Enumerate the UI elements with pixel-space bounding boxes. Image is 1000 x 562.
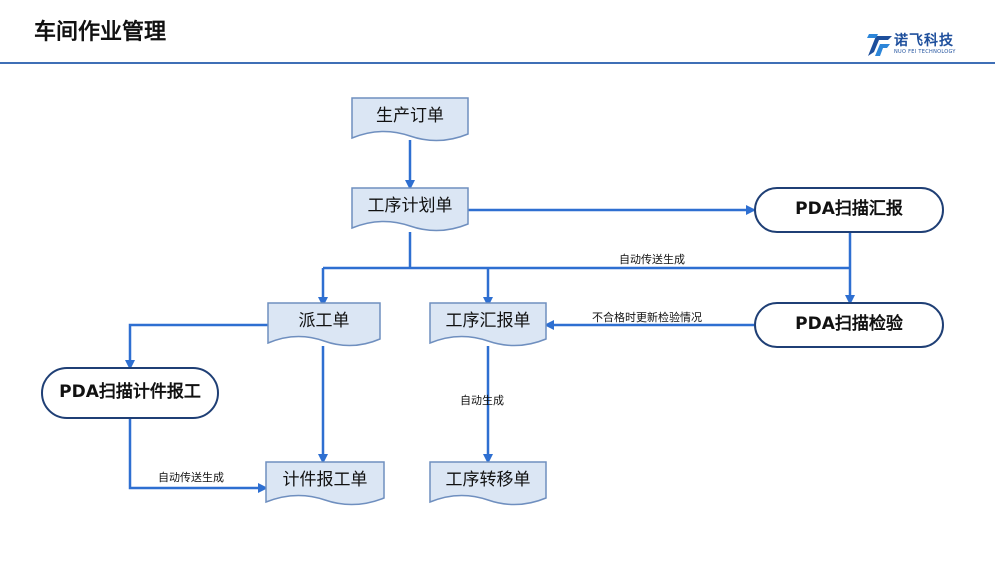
logo-subtitle: NUO FEI TECHNOLOGY <box>894 49 956 55</box>
edge-label-auto-send-generate-top: 自动传送生成 <box>619 253 685 266</box>
edge-dispatch-to-pda-piece <box>125 323 268 370</box>
node-pda-scan-report: PDA扫描汇报 <box>795 199 903 220</box>
logo-name: 诺飞科技 <box>894 33 954 49</box>
logo-mark-icon <box>867 34 892 56</box>
node-process-plan-shape <box>351 187 469 232</box>
node-process-report: 工序汇报单 <box>445 311 531 332</box>
header-divider <box>0 62 995 64</box>
node-process-transfer-shape <box>429 461 547 506</box>
node-pda-piece-report-shape <box>41 367 219 419</box>
edge-label-auto-send-generate-left: 自动传送生成 <box>158 471 224 484</box>
page-title: 车间作业管理 <box>34 20 167 45</box>
node-dispatch-order-shape <box>267 302 381 347</box>
node-pda-scan-inspection: PDA扫描检验 <box>795 314 903 335</box>
node-dispatch-order: 派工单 <box>298 311 350 332</box>
node-process-report-shape <box>429 302 547 347</box>
node-production-order: 生产订单 <box>376 106 444 127</box>
node-piece-work-report-shape <box>265 461 385 506</box>
company-logo: 诺飞科技 NUO FEI TECHNOLOGY <box>866 30 966 60</box>
edge-label-unqualified-update: 不合格时更新检验情况 <box>592 311 702 324</box>
edge-label-auto-generate: 自动生成 <box>460 394 504 407</box>
node-pda-piece-report: PDA扫描计件报工 <box>59 382 201 403</box>
node-pda-scan-report-shape <box>754 187 944 233</box>
node-process-transfer: 工序转移单 <box>445 470 531 491</box>
edge-pda-piece-to-piece-report <box>128 418 268 493</box>
node-piece-work-report: 计件报工单 <box>282 470 368 491</box>
node-pda-scan-inspection-shape <box>754 302 944 348</box>
node-production-order-shape <box>351 97 469 142</box>
node-process-plan: 工序计划单 <box>367 196 453 217</box>
